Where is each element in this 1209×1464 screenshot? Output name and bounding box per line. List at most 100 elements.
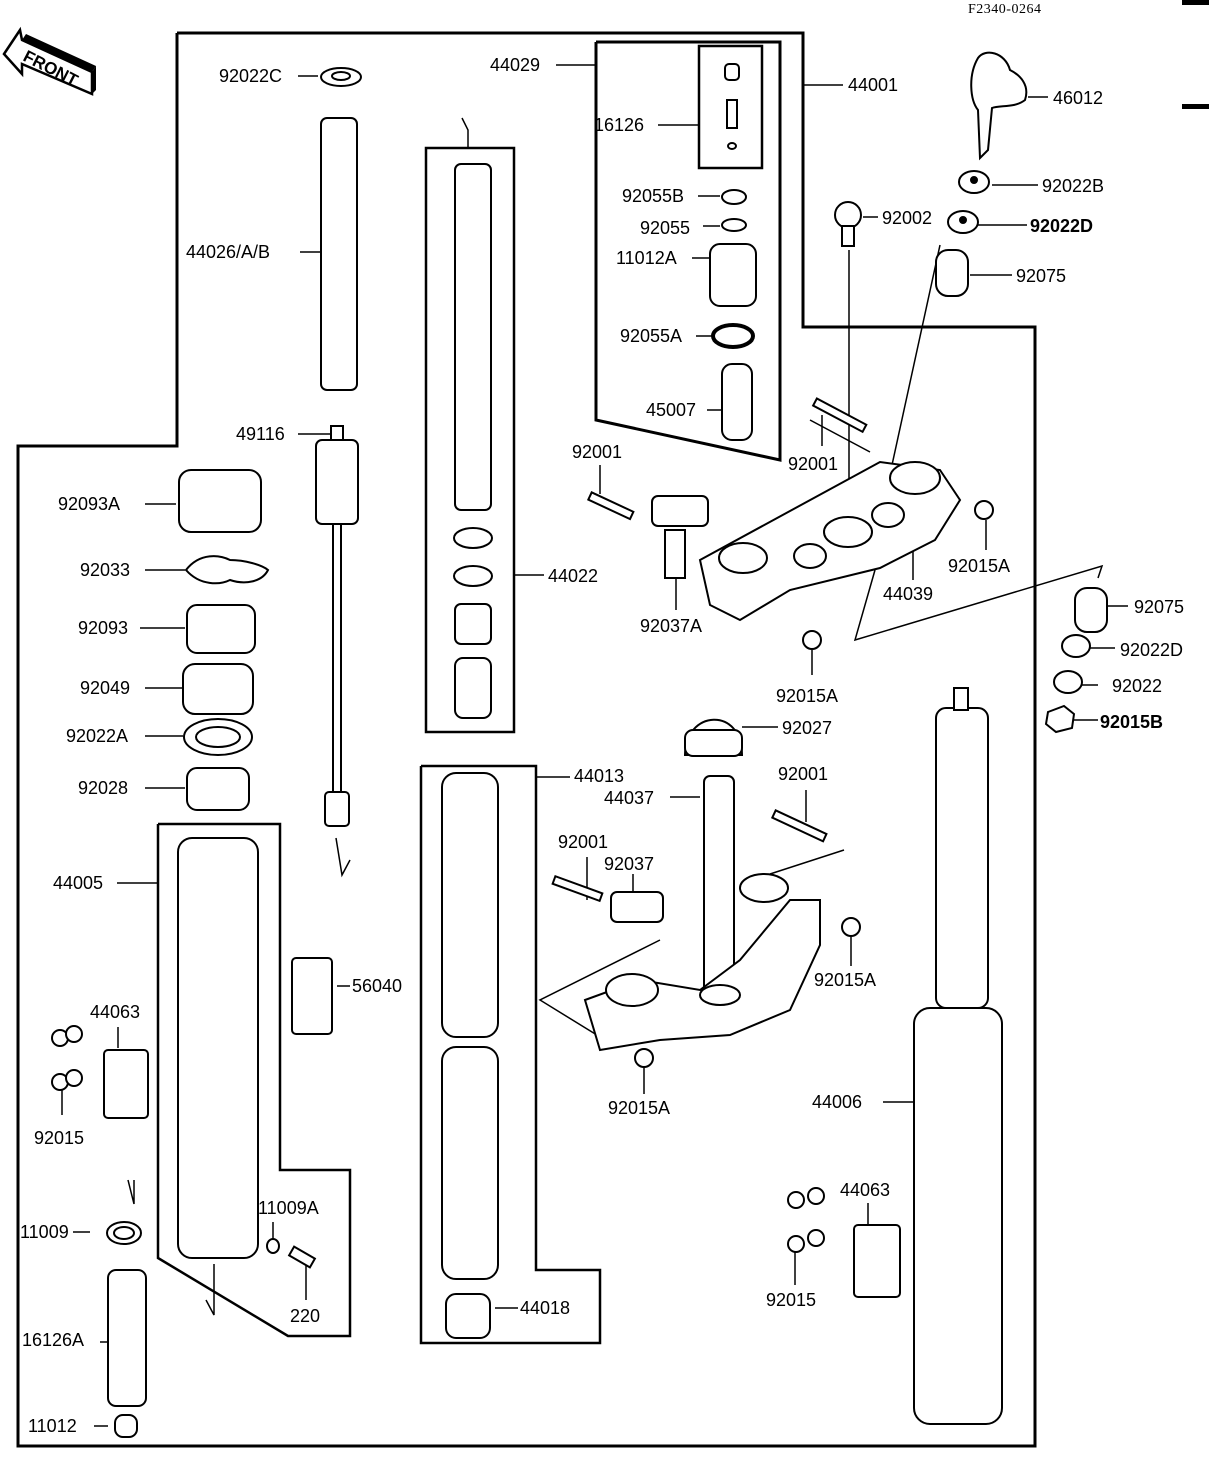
part-92015A-b <box>802 630 822 650</box>
margin-mark-top <box>1182 0 1209 5</box>
part-92055 <box>721 218 747 232</box>
assembly-boundary-44022 <box>424 146 516 734</box>
part-92093A <box>178 469 262 533</box>
part-92055B <box>721 189 747 205</box>
margin-mark-bottom <box>1182 104 1209 109</box>
label-92001-d: 92001 <box>558 832 609 852</box>
label-92037: 92037 <box>604 854 655 874</box>
part-92022D-right <box>1061 634 1091 658</box>
label-11009A: 11009A <box>258 1198 319 1218</box>
part-92015B <box>1044 704 1076 734</box>
label-92015A-c: 92015A <box>814 970 877 990</box>
label-45007: 45007 <box>646 400 697 420</box>
label-92015A-a: 92015A <box>948 556 1011 576</box>
part-92049 <box>182 663 254 715</box>
assembly-boundary-44013 <box>419 764 602 1345</box>
label-92015A-b: 92015A <box>776 686 839 706</box>
label-44022: 44022 <box>548 566 599 586</box>
part-lower-triple-clamp <box>583 899 821 1052</box>
part-44026-spring <box>320 117 358 391</box>
document-id: F2340-0264 <box>968 2 1042 17</box>
label-92001-b: 92001 <box>788 454 839 474</box>
part-92037 <box>610 891 664 923</box>
part-44063-right <box>853 1224 901 1298</box>
part-56040 <box>291 957 333 1035</box>
part-44005 <box>177 837 259 1259</box>
label-16126A: 16126A <box>22 1330 85 1350</box>
label-44001: 44001 <box>848 75 899 95</box>
assembly-boundary-44001 <box>16 31 1037 1448</box>
label-92015A-d: 92015A <box>608 1098 671 1118</box>
label-11009: 11009 <box>20 1222 69 1242</box>
label-44063-right: 44063 <box>840 1180 891 1200</box>
part-92001-c <box>770 809 828 843</box>
label-44029: 44029 <box>490 55 541 75</box>
label-44037: 44037 <box>604 788 655 808</box>
part-92093 <box>186 604 256 654</box>
label-92028: 92028 <box>78 778 129 798</box>
label-92015-right: 92015 <box>766 1290 817 1310</box>
label-92055: 92055 <box>640 218 691 238</box>
part-92075-right <box>1074 587 1108 633</box>
label-220: 220 <box>290 1306 321 1326</box>
label-92001-c: 92001 <box>778 764 829 784</box>
assembly-boundary-44029 <box>594 40 782 462</box>
label-92055B: 92055B <box>622 186 685 206</box>
label-92002: 92002 <box>882 208 933 228</box>
part-92001-a <box>586 491 635 521</box>
label-11012A: 11012A <box>616 248 677 268</box>
part-45007 <box>721 363 753 441</box>
label-92022D-top: 92022D <box>1030 216 1094 236</box>
part-44006-stanchion <box>935 707 989 1009</box>
label-92027: 92027 <box>782 718 833 738</box>
label-44013: 44013 <box>574 766 625 786</box>
part-44013-upper <box>441 772 499 1038</box>
label-92055A: 92055A <box>620 326 683 346</box>
part-44037 <box>703 775 735 999</box>
part-16126-cap <box>724 63 740 81</box>
label-44006: 44006 <box>812 1092 863 1112</box>
label-92015-left: 92015 <box>34 1128 85 1148</box>
part-11012 <box>114 1414 138 1438</box>
part-92015A-c <box>841 917 861 937</box>
part-11009A <box>266 1238 280 1254</box>
label-92022C: 92022C <box>219 66 283 86</box>
part-46012 <box>970 51 1028 161</box>
label-92075-right: 92075 <box>1134 597 1185 617</box>
label-92022D-right: 92022D <box>1120 640 1184 660</box>
part-92015-right-a <box>787 1191 805 1209</box>
label-92001-a: 92001 <box>572 442 623 462</box>
label-44063-left: 44063 <box>90 1002 141 1022</box>
label-92093A: 92093A <box>58 494 121 514</box>
front-arrow-icon: FRONT <box>2 26 96 96</box>
label-92015B: 92015B <box>1100 712 1164 732</box>
label-92037A: 92037A <box>640 616 703 636</box>
label-92022A: 92022A <box>66 726 129 746</box>
part-92075-top <box>935 249 969 297</box>
label-44005: 44005 <box>53 873 104 893</box>
label-92033: 92033 <box>80 560 131 580</box>
label-44018: 44018 <box>520 1298 571 1318</box>
label-46012: 46012 <box>1053 88 1104 108</box>
label-16126: 16126 <box>594 115 645 135</box>
label-92075-top: 92075 <box>1016 266 1067 286</box>
part-92022 <box>1053 670 1083 694</box>
part-44063-left <box>103 1049 149 1119</box>
part-92028 <box>186 767 250 811</box>
part-44018 <box>445 1293 491 1339</box>
part-92002 <box>834 201 862 229</box>
part-92037A <box>651 495 709 527</box>
part-220 <box>287 1245 317 1269</box>
label-11012: 11012 <box>28 1416 77 1436</box>
part-44013-lower <box>441 1046 499 1280</box>
part-49116 <box>315 425 359 827</box>
label-56040: 56040 <box>352 976 403 996</box>
part-92033 <box>184 555 270 585</box>
label-92022: 92022 <box>1112 676 1163 696</box>
part-44022-tube <box>454 163 492 511</box>
part-16126A <box>107 1269 147 1407</box>
part-92015A-a <box>974 500 994 520</box>
label-44026AB: 44026/A/B <box>186 242 271 262</box>
assembly-boundary-44005 <box>156 822 352 1338</box>
